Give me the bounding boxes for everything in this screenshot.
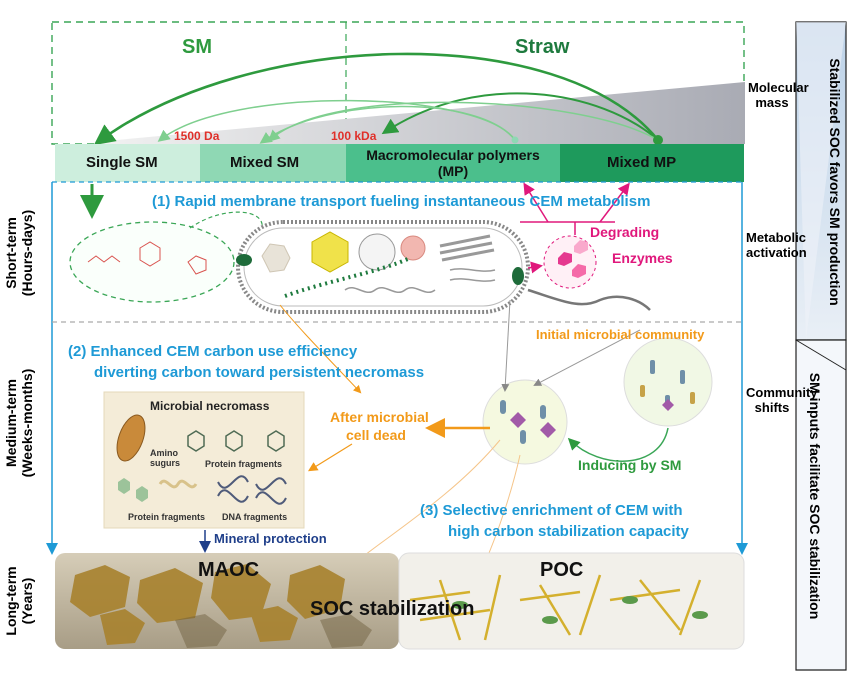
arrow-mixedmp-to-single: [93, 52, 660, 146]
label-maoc: MAOC: [198, 559, 260, 581]
flagellum: [527, 288, 651, 311]
necromass-protein-1: Protein fragments: [205, 459, 283, 469]
poc-panel: [398, 552, 745, 650]
label-poc: POC: [540, 559, 584, 581]
segment-mp: [346, 144, 560, 182]
cell-organelle: [261, 243, 291, 273]
header-sm: SM: [182, 36, 212, 58]
necromass-protein-2: Protein fragments: [128, 512, 206, 522]
caption-metabolic-activation: Metabolic activation: [746, 230, 807, 260]
label-after-dead-1: After microbial: [330, 409, 429, 425]
caption-community-shifts: Community shifts: [746, 385, 818, 415]
time-long-term: Long-term (Years): [3, 566, 35, 636]
header-straw: Straw: [515, 36, 570, 58]
caption-molecular-mass: Molecular mass: [748, 80, 809, 110]
necromass-dna: DNA fragments: [222, 512, 288, 522]
side-label-outer: Stabilized SOC favors SM production: [827, 58, 843, 306]
step-3-line2: high carbon stabilization capacity: [448, 523, 689, 540]
step-2-line1: (2) Enhanced CEM carbon use efficiency: [68, 343, 358, 360]
necromass-title: Microbial necromass: [150, 399, 270, 413]
label-enzymes: Enzymes: [612, 250, 673, 266]
label-mineral-protection: Mineral protection: [214, 531, 327, 546]
step-3-line1: (3) Selective enrichment of CEM with: [420, 502, 683, 519]
segment-mixed-sm: [200, 144, 346, 182]
step-1: (1) Rapid membrane transport fueling ins…: [152, 193, 651, 210]
segment-label-mixed-mp: Mixed MP: [607, 154, 677, 171]
initial-community: [623, 337, 713, 427]
label-inducing: Inducing by SM: [578, 457, 682, 473]
step-2-line2: diverting carbon toward persistent necro…: [94, 364, 425, 381]
side-label-inner: SM inputs facilitate SOC stabilization: [807, 372, 823, 620]
enriched-community: [482, 379, 568, 465]
time-medium-term: Medium-term (Weeks-months): [3, 368, 35, 478]
time-short-term: Short-term (Hours-days): [3, 209, 35, 297]
necromass-amino: Amino sugurs: [150, 448, 181, 468]
segment-single-sm: [55, 144, 200, 182]
segment-label-mp: Macromolecular polymers (MP): [366, 147, 540, 179]
source-box: [51, 21, 745, 145]
marker-100kda: 100 kDa: [331, 129, 377, 143]
side-bar-inner: [795, 339, 847, 671]
label-after-dead-2: cell dead: [346, 427, 406, 443]
label-degrading: Degrading: [590, 224, 660, 240]
segment-label-single-sm: Single SM: [86, 154, 158, 171]
sm-molecules: [69, 221, 235, 303]
segment-mixed-mp: [560, 144, 744, 182]
label-soc-stabilization: SOC stabilization: [310, 598, 475, 620]
segment-label-mixed-sm: Mixed SM: [230, 154, 300, 171]
label-initial-community: Initial microbial community: [536, 327, 705, 342]
marker-1500da: 1500 Da: [174, 129, 220, 143]
